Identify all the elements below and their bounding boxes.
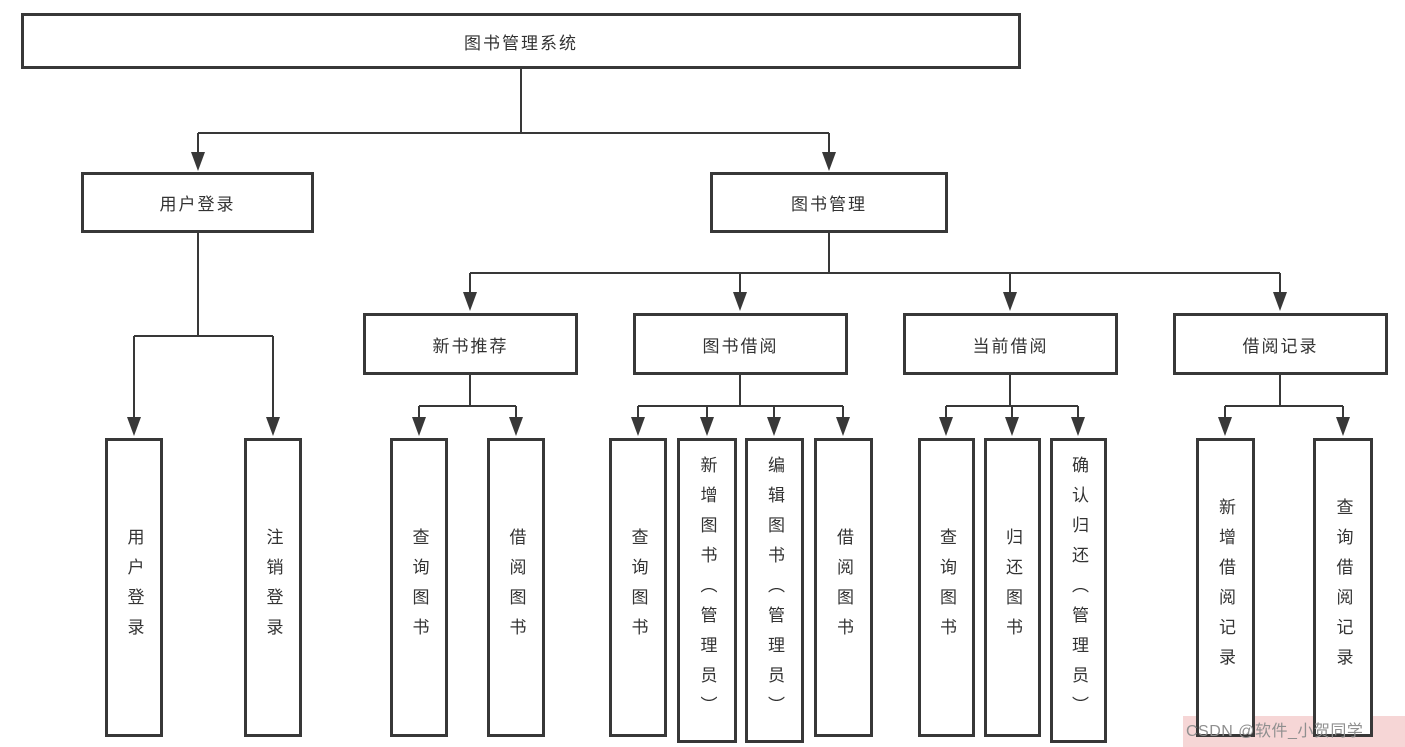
node-new-book-recommend-label: 新书推荐: [432, 336, 509, 356]
leaf-record-add-record-label: 新增借阅记录: [1216, 497, 1235, 678]
node-book-borrow-label: 图书借阅: [702, 336, 779, 356]
leaf-newbook-query-books: 查询图书: [390, 438, 448, 737]
arrow-down-icon: [1273, 292, 1287, 311]
leaf-borrow-query-books: 查询图书: [609, 438, 667, 737]
leaf-current-return-books-label: 归还图书: [1003, 527, 1022, 648]
leaf-current-query-books-label: 查询图书: [937, 527, 956, 648]
leaf-current-confirm-return-admin: 确认归还（管理员）: [1050, 438, 1107, 743]
leaf-record-add-record: 新增借阅记录: [1196, 438, 1255, 737]
arrow-down-icon: [412, 417, 426, 436]
leaf-borrow-query-books-label: 查询图书: [628, 527, 648, 648]
leaf-current-confirm-return-admin-label: 确认归还（管理员）: [1069, 455, 1088, 726]
arrow-down-icon: [767, 417, 781, 436]
leaf-borrow-edit-books-admin: 编辑图书（管理员）: [745, 438, 804, 743]
node-book-management-label: 图书管理: [791, 195, 867, 214]
arrow-down-icon: [463, 292, 477, 311]
leaf-current-query-books: 查询图书: [918, 438, 975, 737]
leaf-newbook-borrow-books-label: 借阅图书: [506, 527, 526, 648]
arrow-down-icon: [631, 417, 645, 436]
arrow-down-icon: [191, 152, 205, 171]
arrow-down-icon: [1218, 417, 1232, 436]
leaf-current-return-books: 归还图书: [984, 438, 1041, 737]
leaf-newbook-borrow-books: 借阅图书: [487, 438, 545, 737]
arrow-down-icon: [127, 417, 141, 436]
arrow-down-icon: [266, 417, 280, 436]
leaf-logout-label: 注销登录: [263, 527, 283, 648]
leaf-borrow-add-books-admin-label: 新增图书（管理员）: [697, 455, 717, 726]
arrow-down-icon: [1071, 417, 1085, 436]
leaf-borrow-edit-books-admin-label: 编辑图书（管理员）: [765, 455, 784, 726]
connector-lines: [133, 69, 1344, 419]
leaf-newbook-query-books-label: 查询图书: [409, 527, 429, 648]
node-new-book-recommend: 新书推荐: [363, 313, 578, 375]
leaf-borrow-borrow-books: 借阅图书: [814, 438, 873, 737]
arrow-down-icon: [700, 417, 714, 436]
arrow-down-icon: [509, 417, 523, 436]
node-current-borrow-label: 当前借阅: [972, 336, 1049, 356]
node-book-borrow: 图书借阅: [633, 313, 848, 375]
node-root: 图书管理系统: [21, 13, 1021, 69]
arrow-down-icon: [1005, 417, 1019, 436]
node-user-login: 用户登录: [81, 172, 314, 233]
node-book-management: 图书管理: [710, 172, 948, 233]
leaf-user-login: 用户登录: [105, 438, 163, 737]
node-borrow-record-label: 借阅记录: [1242, 336, 1319, 356]
leaf-record-query-record: 查询借阅记录: [1313, 438, 1373, 737]
leaf-user-login-label: 用户登录: [124, 527, 144, 648]
arrowheads: [127, 152, 1350, 436]
node-user-login-label: 用户登录: [159, 195, 236, 214]
leaf-record-query-record-label: 查询借阅记录: [1333, 497, 1353, 678]
arrow-down-icon: [1336, 417, 1350, 436]
node-current-borrow: 当前借阅: [903, 313, 1118, 375]
leaf-borrow-add-books-admin: 新增图书（管理员）: [677, 438, 737, 743]
leaf-logout: 注销登录: [244, 438, 302, 737]
arrow-down-icon: [733, 292, 747, 311]
watermark: CSDN @软件_小贺同学: [1186, 723, 1364, 740]
node-borrow-record: 借阅记录: [1173, 313, 1388, 375]
arrow-down-icon: [939, 417, 953, 436]
arrow-down-icon: [836, 417, 850, 436]
leaf-borrow-borrow-books-label: 借阅图书: [834, 527, 853, 648]
arrow-down-icon: [1003, 292, 1017, 311]
arrow-down-icon: [822, 152, 836, 171]
node-root-label: 图书管理系统: [464, 33, 578, 53]
